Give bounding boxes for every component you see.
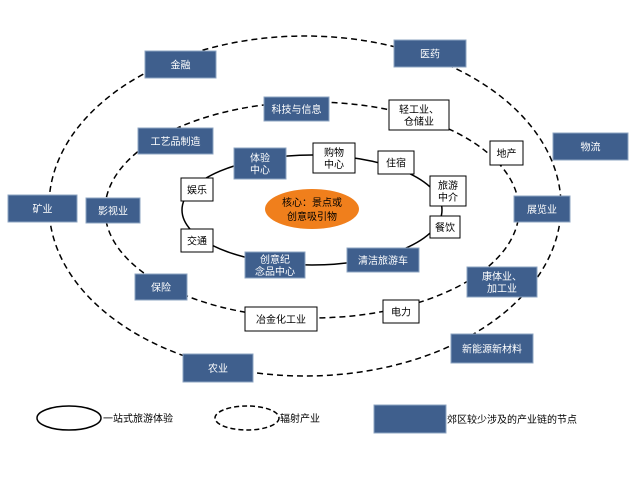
node-yule: 娱乐 [180, 177, 214, 202]
node-qinggong: 轻工业、仓储业 [388, 99, 450, 131]
dichan-box [489, 140, 524, 166]
legend-box-label: 郊区较少涉及的产业链的节点 [447, 413, 577, 426]
kangti-label: 加工业 [487, 283, 517, 295]
qingjie-box [346, 247, 420, 273]
node-wuliu: 物流 [552, 132, 629, 161]
core-ellipse [265, 189, 359, 229]
wuliu-label: 物流 [581, 141, 601, 154]
xinneng-box [450, 333, 534, 364]
node-jiaotong: 交通 [180, 228, 214, 253]
core-attraction: 核心：景点或 创意吸引物 [265, 189, 359, 229]
node-yiyao: 医药 [393, 39, 467, 68]
dianli-box [382, 299, 420, 324]
node-nongye: 农业 [182, 353, 254, 383]
node-yingshi: 影视业 [85, 197, 141, 224]
legend-box-swatch [373, 404, 447, 434]
zhusu-label: 住宿 [386, 157, 406, 170]
node-yejin: 冶金化工业 [244, 306, 318, 332]
yule-label: 娱乐 [187, 184, 207, 197]
lvyou-label: 中介 [438, 191, 458, 204]
legend-solid-ellipse [36, 405, 102, 431]
kuangye-label: 矿业 [33, 203, 53, 216]
node-zhanlan: 展览业 [513, 195, 571, 223]
nongye-label: 农业 [208, 362, 228, 375]
keji-box [263, 96, 330, 122]
lvyou-box [429, 175, 467, 207]
baoxian-box [134, 273, 188, 301]
gouwu-label: 购物 [324, 146, 344, 159]
legend-dashed-ellipse [214, 405, 280, 431]
zhusu-box [377, 150, 415, 175]
node-kangti: 康体业、加工业 [466, 266, 538, 298]
node-baoxian: 保险 [134, 273, 188, 301]
dichan-label: 地产 [497, 147, 517, 160]
node-keji: 科技与信息 [263, 96, 330, 122]
kangti-label: 康体业、 [482, 270, 522, 283]
node-xinneng: 新能源新材料 [450, 333, 534, 364]
gouwu-label: 中心 [324, 158, 344, 171]
wuliu-box [552, 132, 629, 161]
node-jinrong: 金融 [144, 50, 217, 79]
yejin-label: 冶金化工业 [256, 313, 306, 326]
gongyi-box [137, 127, 214, 155]
node-canyin: 餐饮 [429, 215, 461, 239]
keji-label: 科技与信息 [272, 103, 322, 116]
zhanlan-label: 展览业 [527, 203, 557, 216]
node-qingjie: 清洁旅游车 [346, 247, 420, 273]
tiyan-label: 体验 [250, 152, 270, 165]
legend-dashed-label: 辐射产业 [280, 412, 320, 425]
chuangyi-box [244, 251, 306, 279]
yejin-box [244, 306, 318, 332]
dianli-label: 电力 [391, 306, 411, 319]
nongye-box [182, 353, 254, 383]
yingshi-box [85, 197, 141, 224]
node-dianli: 电力 [382, 299, 420, 324]
lvyou-label: 旅游 [438, 179, 458, 192]
legend: 一站式旅游体验 辐射产业 郊区较少涉及的产业链的节点 [36, 404, 577, 434]
node-gongyi: 工艺品制造 [137, 127, 214, 155]
qinggong-label: 轻工业、 [399, 103, 439, 116]
jiaotong-box [180, 228, 214, 253]
jinrong-label: 金融 [171, 59, 191, 72]
yiyao-box [393, 39, 467, 68]
node-zhusu: 住宿 [377, 150, 415, 175]
qinggong-label: 仓储业 [404, 115, 434, 128]
qingjie-label: 清洁旅游车 [358, 254, 408, 267]
chuangyi-label: 创意纪 [260, 253, 290, 266]
yule-box [180, 177, 214, 202]
tiyan-box [233, 147, 287, 180]
qinggong-box [388, 99, 450, 131]
kangti-box [466, 266, 538, 298]
core-line-1: 核心：景点或 [282, 196, 342, 209]
gongyi-label: 工艺品制造 [151, 135, 201, 148]
zhanlan-box [513, 195, 571, 223]
canyin-box [429, 215, 461, 239]
node-dichan: 地产 [489, 140, 524, 166]
kuangye-box [7, 194, 78, 223]
canyin-label: 餐饮 [435, 221, 455, 234]
baoxian-label: 保险 [151, 281, 171, 294]
core-line-2: 创意吸引物 [287, 210, 337, 223]
yiyao-label: 医药 [420, 49, 440, 61]
legend-solid-label: 一站式旅游体验 [103, 412, 173, 425]
jiaotong-label: 交通 [187, 235, 207, 248]
jinrong-box [144, 50, 217, 79]
node-kuangye: 矿业 [7, 194, 78, 223]
chuangyi-label: 念品中心 [255, 265, 295, 278]
tiyan-label: 中心 [250, 164, 270, 177]
gouwu-box [312, 142, 356, 174]
xinneng-label: 新能源新材料 [462, 343, 522, 356]
inner-solid-ring [181, 154, 443, 266]
yingshi-label: 影视业 [98, 205, 128, 218]
